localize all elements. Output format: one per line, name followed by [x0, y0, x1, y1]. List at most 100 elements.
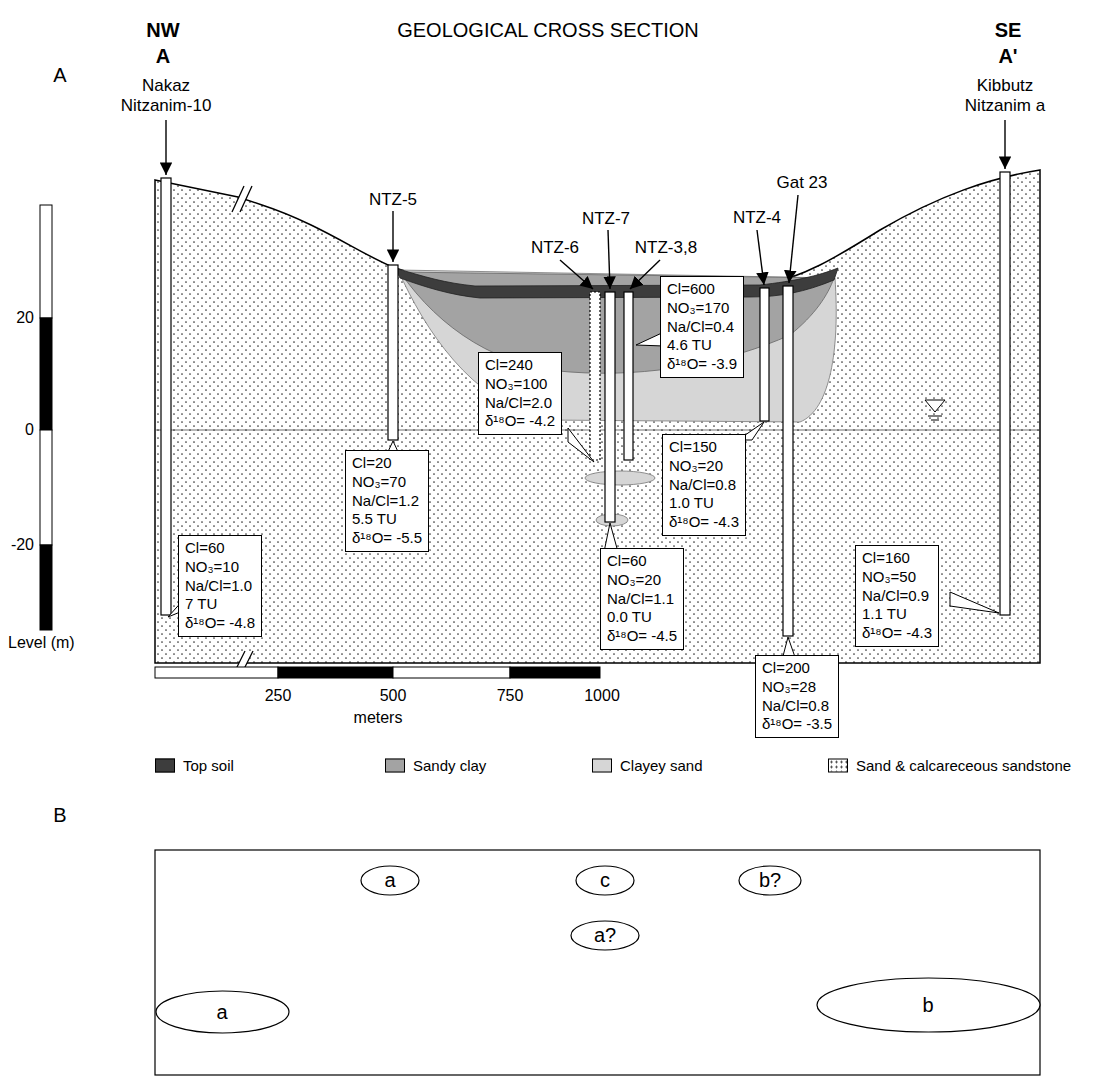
zone-ellipse: a — [360, 865, 420, 896]
zone-ellipse: b — [816, 977, 1041, 1033]
chemistry-callout: Cl=240NO₃=100Na/Cl=2.0δ¹⁸O= -4.2 — [478, 352, 562, 435]
figure-title: GEOLOGICAL CROSS SECTION — [397, 19, 699, 42]
legend-item: Sand & calcareceous sandstone — [828, 757, 1071, 774]
ellipse-outline — [571, 921, 639, 950]
ellipse-outline — [156, 991, 289, 1033]
analysis-value: 1.0 TU — [669, 494, 739, 513]
zone-letter: a — [384, 869, 395, 892]
well-name: Nakaz Nitzanim-10 — [116, 76, 216, 115]
analysis-value: 7 TU — [185, 595, 255, 614]
well-name: NTZ-6 — [531, 238, 579, 258]
chemistry-callout: Cl=160NO₃=50Na/Cl=0.91.1 TUδ¹⁸O= -4.3 — [855, 545, 939, 647]
analysis-value: δ¹⁸O= -5.5 — [352, 529, 422, 548]
direction-label: NW — [146, 19, 179, 42]
analysis-value: Na/Cl=1.2 — [352, 492, 422, 511]
analysis-value: δ¹⁸O= -3.9 — [667, 355, 737, 374]
well-arrow — [608, 230, 610, 289]
legend-text: Top soil — [183, 757, 234, 774]
sand-body — [155, 170, 1040, 663]
water-table-symbol — [928, 416, 942, 417]
analysis-value: Na/Cl=0.4 — [667, 318, 737, 337]
panel-label: A — [53, 64, 66, 87]
legend-item: Clayey sand — [592, 757, 703, 774]
analysis-value: Cl=240 — [485, 356, 555, 375]
legend-text: Sand & calcareceous sandstone — [856, 757, 1071, 774]
chemistry-callout: Cl=60NO₃=10Na/Cl=1.07 TUδ¹⁸O= -4.8 — [178, 535, 262, 637]
horizontal-scale-bar — [155, 667, 600, 678]
ellipse-outline — [361, 866, 419, 895]
analysis-value: NO₃=100 — [485, 375, 555, 394]
scale-segment — [510, 667, 600, 678]
analysis-value: NO₃=28 — [762, 678, 832, 697]
well-name: NTZ-4 — [733, 208, 781, 228]
analysis-value: 1.1 TU — [862, 605, 932, 624]
scale-segment — [40, 430, 52, 545]
analysis-value: Na/Cl=0.8 — [762, 697, 832, 716]
clay-lens — [585, 471, 655, 485]
analysis-value: δ¹⁸O= -4.3 — [862, 624, 932, 643]
well-arrow — [789, 195, 798, 283]
panel-label: B — [53, 804, 66, 827]
scale-tick: 750 — [497, 687, 524, 705]
scale-segment — [155, 667, 278, 678]
well-arrow — [630, 260, 660, 289]
zone-ellipse: b? — [738, 865, 802, 896]
analysis-value: Cl=160 — [862, 549, 932, 568]
chemistry-callout: Cl=200NO₃=28Na/Cl=0.8δ¹⁸O= -3.5 — [755, 655, 839, 738]
well — [590, 292, 600, 460]
analysis-value: Cl=600 — [667, 280, 737, 299]
top-soil-layer — [395, 268, 838, 298]
well-name: Gat 23 — [776, 173, 827, 193]
legend-item: Top soil — [155, 757, 234, 774]
axis-tick: -20 — [11, 536, 34, 554]
scale-tick: 1000 — [584, 687, 620, 705]
well-arrow — [165, 120, 166, 175]
scale-segment — [278, 667, 393, 678]
analysis-value: Cl=200 — [762, 659, 832, 678]
scale-tick: 250 — [265, 687, 292, 705]
well-name: NTZ-3,8 — [635, 238, 697, 258]
well-arrow — [560, 260, 593, 289]
analysis-value: δ¹⁸O= -4.8 — [185, 614, 255, 633]
water-table-symbol — [931, 420, 939, 421]
break-mark — [232, 186, 252, 212]
analysis-value: δ¹⁸O= -3.5 — [762, 715, 832, 734]
scale-segment — [40, 205, 52, 318]
scale-segment — [393, 667, 510, 678]
analysis-value: 0.0 TU — [607, 608, 677, 627]
well-name: Kibbutz Nitzanim a — [955, 76, 1055, 115]
zone-letter: a — [216, 1001, 227, 1024]
axis-tick: 20 — [16, 309, 34, 327]
analysis-value: Na/Cl=0.9 — [862, 587, 932, 606]
legend-text: Sandy clay — [413, 757, 486, 774]
well — [161, 178, 171, 615]
legend-item: Sandy clay — [385, 757, 486, 774]
analysis-value: NO₃=70 — [352, 473, 422, 492]
analysis-value: δ¹⁸O= -4.5 — [607, 627, 677, 646]
zone-ellipse: a? — [570, 920, 640, 951]
analysis-value: δ¹⁸O= -4.2 — [485, 412, 555, 431]
callout-tail — [950, 592, 999, 613]
axis-tick: 0 — [25, 421, 34, 439]
scale-segment — [40, 545, 52, 630]
well — [783, 286, 793, 636]
analysis-value: 4.6 TU — [667, 336, 737, 355]
callout-tails — [168, 332, 999, 660]
legend-swatch — [155, 758, 175, 772]
water-table-symbol — [925, 400, 945, 412]
analysis-value: Cl=20 — [352, 454, 422, 473]
analysis-value: NO₃=20 — [669, 457, 739, 476]
well — [760, 288, 769, 421]
chemistry-callout: Cl=60NO₃=20Na/Cl=1.10.0 TUδ¹⁸O= -4.5 — [600, 548, 684, 650]
legend-text: Clayey sand — [620, 757, 703, 774]
chemistry-callout: Cl=20NO₃=70Na/Cl=1.25.5 TUδ¹⁸O= -5.5 — [345, 450, 429, 552]
analysis-value: Na/Cl=0.8 — [669, 476, 739, 495]
section-end-label: A — [156, 45, 170, 68]
analysis-value: Cl=150 — [669, 438, 739, 457]
analysis-value: Na/Cl=1.0 — [185, 577, 255, 596]
legend-swatch — [385, 758, 405, 772]
well-name: NTZ-5 — [369, 190, 417, 210]
legend-swatch — [828, 758, 848, 772]
direction-label: SE — [995, 19, 1022, 42]
